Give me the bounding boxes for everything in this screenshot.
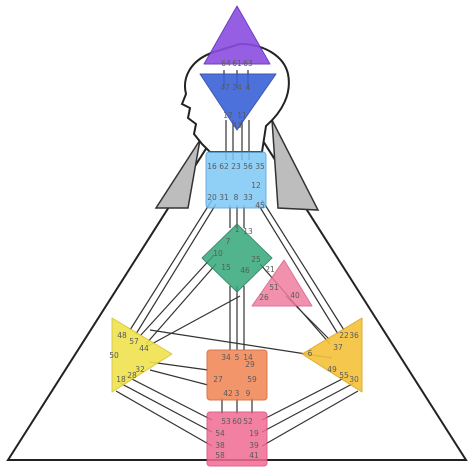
throat-gate-label: 31	[219, 193, 229, 202]
root-gate-label: 60	[232, 417, 242, 426]
sacral-gate-label: 29	[245, 360, 255, 369]
sacral-gate-label: 9	[246, 389, 251, 398]
solar-plexus-gate-label: 30	[349, 375, 359, 384]
g-gate-label: 1	[235, 225, 240, 234]
throat-gate-label: 33	[243, 193, 253, 202]
sacral-gate-label: 5	[235, 353, 240, 362]
heart-gate-label: 21	[265, 265, 275, 274]
spleen-gate-label: 18	[116, 375, 126, 384]
throat-gate-label: 62	[219, 162, 229, 171]
throat-gate-label: 23	[231, 162, 241, 171]
solar-plexus-gate-label: 22	[339, 331, 349, 340]
throat-gate-label: 12	[251, 181, 261, 190]
sacral-gate-label: 59	[247, 375, 257, 384]
sacral-gate-label: 34	[221, 353, 231, 362]
g-gate-label: 7	[226, 237, 231, 246]
root-gate-label: 39	[249, 441, 259, 450]
energy-centers	[111, 5, 363, 467]
root-gate-label: 19	[249, 429, 259, 438]
root-center[interactable]	[206, 411, 268, 467]
spleen-gate-label: 32	[135, 365, 145, 374]
head-gate-label: 64	[221, 59, 231, 68]
solar-plexus-gate-label: 36	[349, 331, 359, 340]
g-gate-label: 25	[251, 255, 261, 264]
spleen-gate-label: 57	[129, 337, 139, 346]
root-gate-label: 52	[243, 417, 253, 426]
root-gate-label: 38	[215, 441, 225, 450]
left-shoulder	[154, 139, 201, 209]
head-gate-label: 63	[243, 59, 253, 68]
ajna-gate-label: 24	[232, 83, 242, 92]
ajna-center[interactable]	[199, 73, 277, 131]
solar-plexus-gate-label: 49	[327, 365, 337, 374]
g-center[interactable]	[201, 223, 273, 293]
solar-plexus-gate-label: 37	[333, 343, 343, 352]
ajna-gate-label: 47	[220, 83, 230, 92]
head-gate-label: 61	[232, 59, 242, 68]
throat-gate-label: 16	[207, 162, 217, 171]
heart-gate-label: 40	[290, 291, 300, 300]
spleen-gate-label: 44	[139, 344, 149, 353]
right-shoulder	[271, 119, 320, 211]
g-gate-label: 13	[243, 227, 253, 236]
root-gate-label: 54	[215, 429, 225, 438]
spleen-gate-label: 28	[127, 371, 137, 380]
heart-gate-label: 26	[259, 293, 269, 302]
throat-gate-label: 56	[243, 162, 253, 171]
spleen-gate-label: 48	[117, 331, 127, 340]
spleen-center[interactable]	[111, 317, 173, 393]
g-gate-label: 10	[213, 249, 223, 258]
ajna-gate-label: 17	[223, 111, 233, 120]
throat-gate-label: 20	[207, 193, 217, 202]
root-gate-label: 41	[249, 451, 259, 460]
ajna-gate-label: 43	[232, 121, 242, 130]
channel-lines	[115, 70, 359, 447]
head-center[interactable]	[203, 5, 271, 65]
heart-center[interactable]	[251, 259, 313, 307]
sacral-gate-label: 3	[235, 389, 240, 398]
throat-gate-label: 45	[255, 201, 265, 210]
solar-plexus-gate-label: 6	[308, 349, 313, 358]
sacral-center[interactable]	[206, 349, 268, 401]
solar-plexus-gate-label: 55	[339, 371, 349, 380]
g-gate-label: 15	[221, 263, 231, 272]
sacral-gate-label: 27	[213, 375, 223, 384]
sacral-gate-label: 42	[223, 389, 233, 398]
spleen-gate-label: 50	[109, 351, 119, 360]
root-gate-label: 53	[221, 417, 231, 426]
throat-center[interactable]	[205, 151, 267, 209]
throat-gate-label: 8	[234, 193, 239, 202]
ajna-gate-label: 11	[237, 111, 247, 120]
sacral-gate-label: 14	[243, 353, 253, 362]
root-gate-label: 58	[215, 451, 225, 460]
ajna-gate-label: 4	[246, 83, 251, 92]
g-gate-label: 46	[240, 266, 250, 275]
throat-gate-label: 35	[255, 162, 265, 171]
solar-plexus-center[interactable]	[301, 317, 363, 393]
heart-gate-label: 51	[269, 283, 279, 292]
